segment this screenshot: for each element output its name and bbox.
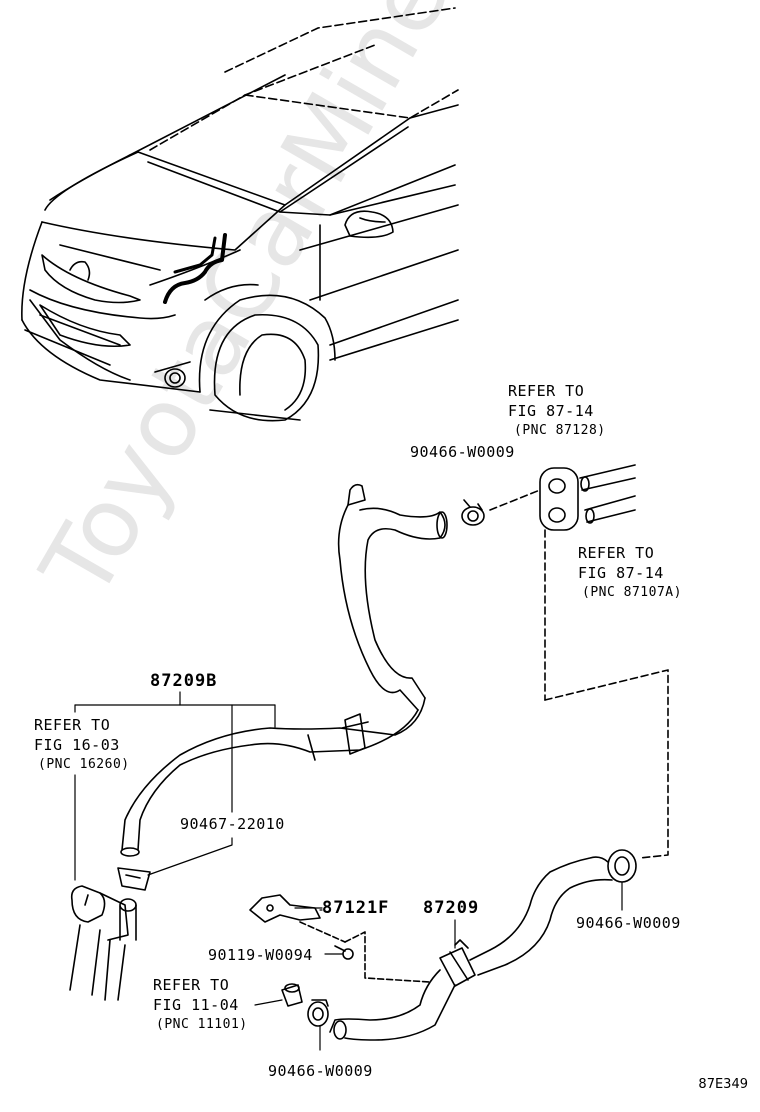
refer-left-line2: FIG 16-03 (34, 736, 120, 754)
label-clamp-right: 90466-W0009 (576, 914, 681, 932)
refer-bottom-line1: REFER TO (153, 976, 230, 994)
label-clamp-top: 90466-W0009 (410, 443, 515, 461)
leader-lines-87209b (74, 691, 276, 881)
car-outline (21, 7, 459, 422)
refer-top-line2: FIG 87-14 (508, 402, 594, 420)
refer-left-line3: (PNC 16260) (38, 757, 130, 772)
refer-bottom-line3: (PNC 11101) (156, 1017, 248, 1032)
hose-87209 (329, 856, 613, 1041)
bracket-87121f (249, 894, 431, 983)
label-hose-87209: 87209 (423, 898, 480, 918)
refer-left-line1: REFER TO (34, 716, 111, 734)
hose-87209b (120, 483, 448, 857)
refer-bottom-line2: FIG 11-04 (153, 996, 239, 1014)
left-connector (69, 885, 137, 1001)
label-hose-87209b: 87209B (150, 671, 218, 691)
clamp-90466-top (461, 499, 485, 526)
grommet-connector (489, 464, 669, 859)
clamp-90466-right (607, 849, 637, 911)
bolt-90119 (324, 945, 354, 960)
label-bolt-90119: 90119-W0094 (208, 946, 313, 964)
refer-top-line3: (PNC 87128) (514, 423, 606, 438)
label-bracket-87121f: 87121F (322, 898, 390, 918)
refer-top-line1: REFER TO (508, 382, 585, 400)
pipe-11101 (254, 983, 303, 1007)
figure-code: 87E349 (698, 1077, 748, 1092)
label-clip-90467: 90467-22010 (180, 815, 285, 833)
clamp-90466-bottom (307, 999, 329, 1051)
refer-right-line2: FIG 87-14 (578, 564, 664, 582)
clip-90467 (117, 867, 151, 891)
label-clamp-bottom: 90466-W0009 (268, 1062, 373, 1080)
refer-right-line3: (PNC 87107A) (582, 585, 682, 600)
refer-right-line1: REFER TO (578, 544, 655, 562)
